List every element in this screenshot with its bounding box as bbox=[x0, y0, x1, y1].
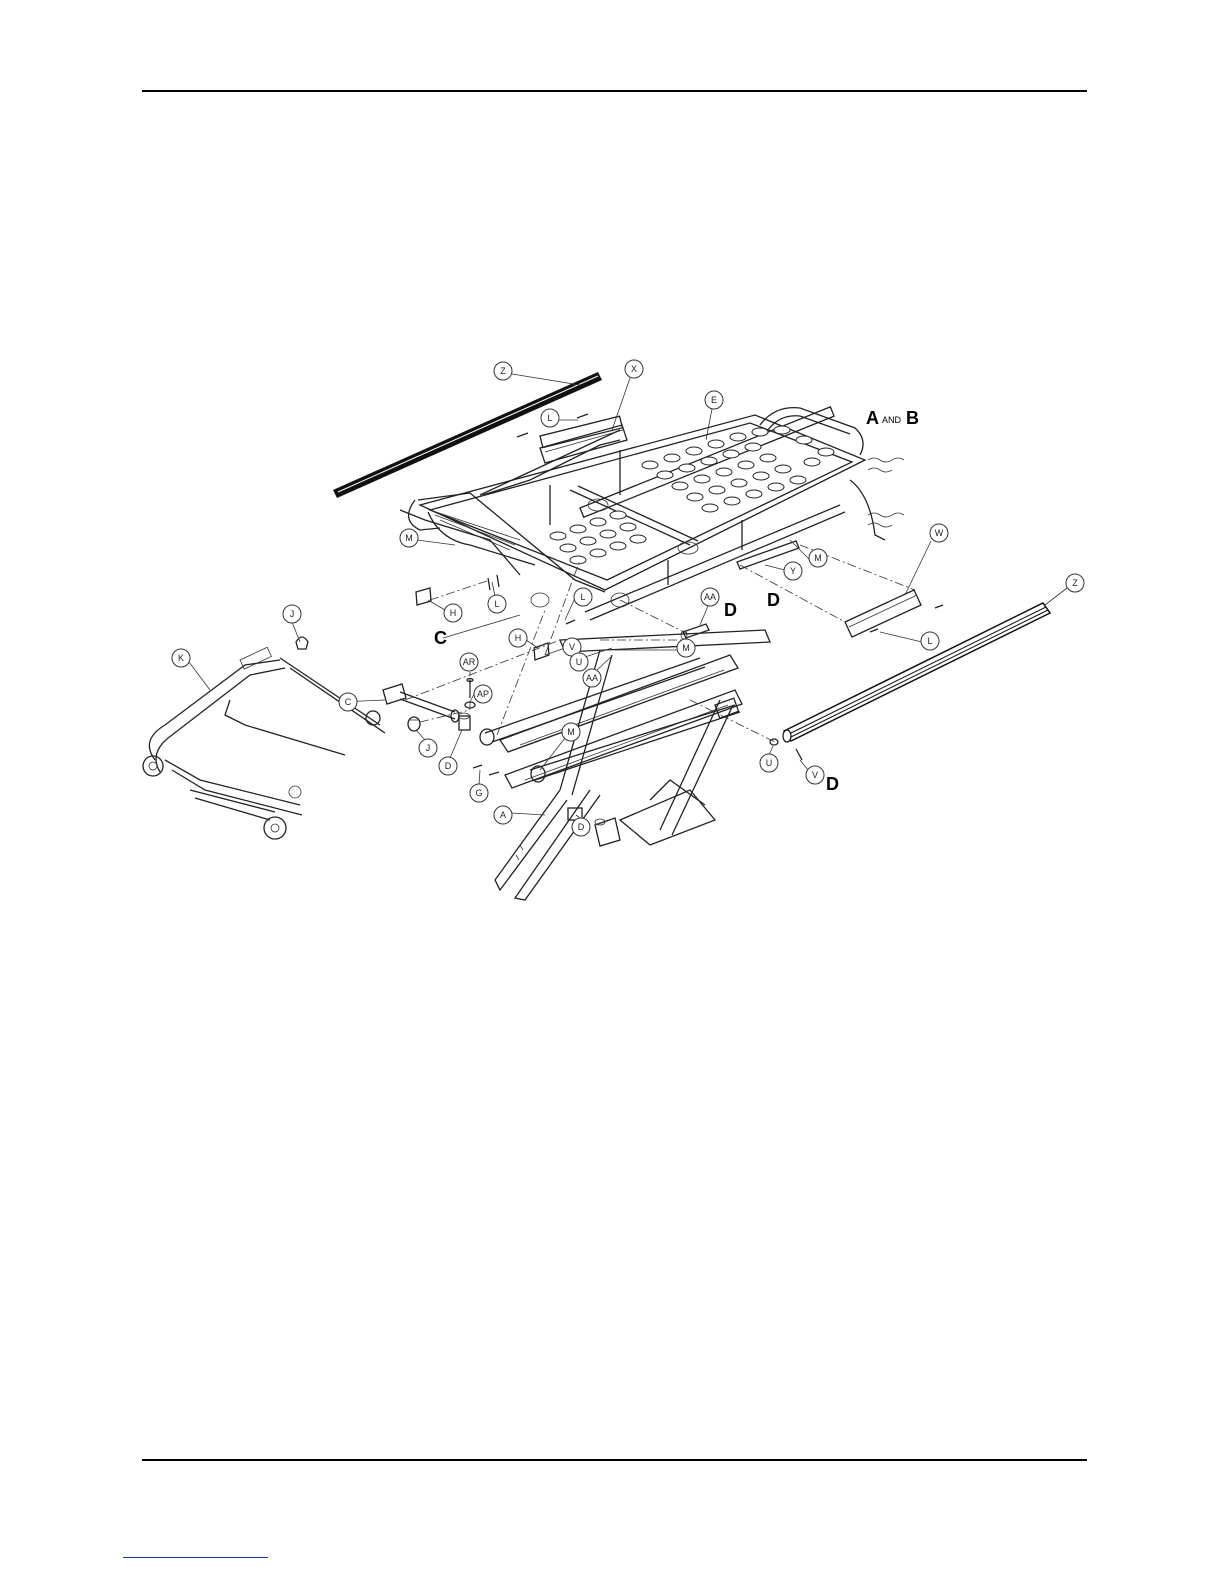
bracket-h-center bbox=[534, 643, 549, 660]
callout-label: AA bbox=[704, 592, 716, 602]
callout-h2: H bbox=[509, 629, 527, 647]
callout-label: AR bbox=[463, 657, 476, 667]
callout-j2: J bbox=[419, 739, 437, 757]
callout-label: L bbox=[494, 599, 499, 609]
callout-label: M bbox=[814, 553, 822, 563]
cap-j-lower bbox=[408, 717, 420, 731]
callout-label: A bbox=[500, 810, 506, 820]
callout-v2: V bbox=[806, 766, 824, 784]
callout-z1: Z bbox=[494, 362, 512, 380]
and-label: AND bbox=[882, 415, 902, 425]
callout-label: V bbox=[569, 642, 575, 652]
callout-label: L bbox=[927, 636, 932, 646]
callout-ap: AP bbox=[474, 685, 492, 703]
callout-label: W bbox=[935, 528, 944, 538]
callout-u1: U bbox=[570, 653, 588, 671]
callout-label: AA bbox=[586, 673, 598, 683]
callout-label: D bbox=[578, 822, 585, 832]
callout-label: Y bbox=[790, 566, 796, 576]
leader-lines bbox=[189, 374, 1067, 818]
callout-label: M bbox=[567, 727, 575, 737]
callout-label: M bbox=[682, 643, 690, 653]
side-rail-z-lower bbox=[783, 603, 1050, 742]
callout-label: Z bbox=[500, 366, 506, 376]
callout-d1: D bbox=[439, 757, 457, 775]
callout-k: K bbox=[172, 649, 190, 667]
callout-label: L bbox=[547, 413, 552, 423]
axle-c bbox=[383, 684, 459, 722]
callout-ar: AR bbox=[460, 653, 478, 671]
d-label-2: D bbox=[767, 590, 780, 610]
side-rail-x bbox=[540, 425, 627, 463]
callout-e: E bbox=[705, 391, 723, 409]
callout-g: G bbox=[470, 784, 488, 802]
callout-l4: L bbox=[921, 632, 939, 650]
callout-label: J bbox=[290, 609, 295, 619]
bushing-d bbox=[459, 713, 471, 730]
callout-x: X bbox=[625, 360, 643, 378]
bracket-h-left bbox=[416, 588, 431, 605]
callout-label: C bbox=[345, 697, 352, 707]
cap-j-upper bbox=[296, 637, 308, 649]
bold-labels: A B C D D D AND bbox=[434, 408, 919, 794]
callout-label: L bbox=[580, 592, 585, 602]
callout-label: V bbox=[812, 770, 818, 780]
litter-frame bbox=[400, 407, 904, 620]
a-label: A bbox=[866, 408, 879, 428]
footnote-rule bbox=[123, 1557, 268, 1558]
callout-h1: H bbox=[444, 604, 462, 622]
callout-label: Z bbox=[1072, 578, 1078, 588]
callout-l2: L bbox=[488, 595, 506, 613]
callout-label: J bbox=[426, 743, 431, 753]
screw-v bbox=[796, 749, 802, 760]
callout-aa1: AA bbox=[701, 588, 719, 606]
callout-aa2: AA bbox=[583, 669, 601, 687]
c-label: C bbox=[434, 628, 447, 648]
d-label-3: D bbox=[826, 774, 839, 794]
callout-m1: M bbox=[400, 529, 418, 547]
callout-d2: D bbox=[572, 818, 590, 836]
callout-label: M bbox=[405, 533, 413, 543]
callout-m4: M bbox=[562, 723, 580, 741]
pin-aa bbox=[681, 624, 709, 639]
callout-y: Y bbox=[784, 562, 802, 580]
callout-label: AP bbox=[477, 689, 489, 699]
bolt-g bbox=[473, 765, 499, 775]
callout-j1: J bbox=[283, 605, 301, 623]
callout-label: U bbox=[576, 657, 583, 667]
side-rail-z-upper bbox=[333, 372, 602, 498]
callout-label: X bbox=[631, 364, 637, 374]
wheel-base-k bbox=[143, 647, 385, 839]
callout-w: W bbox=[930, 524, 948, 542]
b-label: B bbox=[906, 408, 919, 428]
side-rail-w bbox=[845, 590, 921, 637]
callout-m3: M bbox=[677, 639, 695, 657]
x-frame bbox=[480, 630, 770, 900]
callout-z2: Z bbox=[1066, 574, 1084, 592]
callout-label: H bbox=[515, 633, 522, 643]
callout-a: A bbox=[494, 806, 512, 824]
callout-label: K bbox=[178, 653, 184, 663]
callout-label: G bbox=[475, 788, 482, 798]
callout-label: H bbox=[450, 608, 457, 618]
callout-l1: L bbox=[541, 409, 559, 427]
callout-u2: U bbox=[760, 754, 778, 772]
footer-rule bbox=[142, 1459, 1087, 1461]
callout-l3: L bbox=[574, 588, 592, 606]
callout-m2: M bbox=[809, 549, 827, 567]
callout-label: U bbox=[766, 758, 773, 768]
callout-label: E bbox=[711, 395, 717, 405]
d-label-1: D bbox=[724, 600, 737, 620]
callout-c: C bbox=[339, 693, 357, 711]
callout-label: D bbox=[445, 761, 452, 771]
